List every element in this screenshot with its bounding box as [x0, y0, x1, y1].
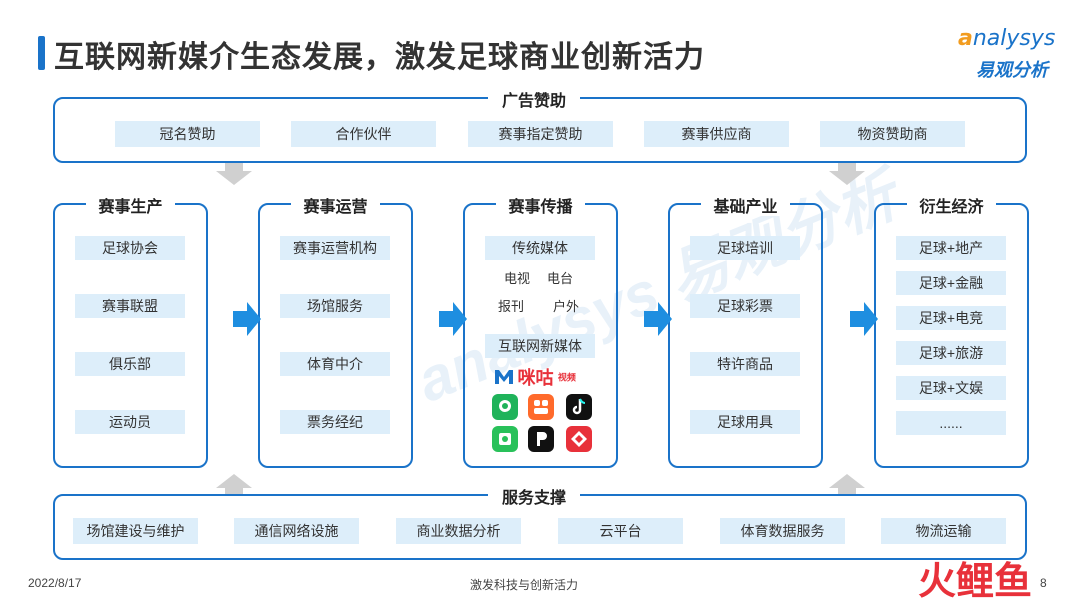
column-item: 赛事联盟 — [75, 294, 185, 318]
analysys-logo: analysys — [958, 26, 1056, 51]
arrow-down-icon — [829, 163, 865, 185]
column-item: 足球协会 — [75, 236, 185, 260]
traditional-media: 传统媒体 — [485, 236, 595, 260]
media-tv: 电视 — [504, 271, 531, 286]
column-item: 足球+金融 — [896, 271, 1006, 295]
column-item: 足球培训 — [690, 236, 800, 260]
internet-media: 互联网新媒体 — [485, 334, 595, 358]
arrow-up-icon — [216, 474, 252, 496]
service-item: 通信网络设施 — [234, 518, 359, 544]
service-item: 体育数据服务 — [720, 518, 845, 544]
service-item: 物流运输 — [881, 518, 1006, 544]
column-item: 足球用具 — [690, 410, 800, 434]
ads-item: 冠名赞助 — [115, 121, 260, 147]
column-title: 基础产业 — [701, 199, 790, 216]
column-broadcast: 赛事传播 — [463, 199, 618, 468]
pp-sports-app-icon — [528, 426, 554, 452]
title-accent-bar — [38, 36, 45, 70]
arrow-right-icon — [439, 302, 467, 336]
service-item: 场馆建设与维护 — [73, 518, 198, 544]
youku-app-icon — [528, 394, 554, 420]
service-item: 云平台 — [558, 518, 683, 544]
iqiyi-sports-app-icon — [492, 394, 518, 420]
ads-item: 物资赞助商 — [820, 121, 965, 147]
column-item: 场馆服务 — [280, 294, 390, 318]
footer-caption: 激发科技与创新活力 — [470, 578, 579, 592]
page-number: 8 — [1040, 576, 1047, 590]
ads-item: 赛事供应商 — [644, 121, 789, 147]
column-derivative: 衍生经济 — [874, 199, 1029, 468]
arrow-down-icon — [216, 163, 252, 185]
tencent-sports-app-icon — [566, 426, 592, 452]
footer-date: 2022/8/17 — [28, 576, 82, 590]
column-industry: 基础产业 — [668, 199, 823, 468]
column-title: 赛事生产 — [86, 199, 175, 216]
column-operation: 赛事运营 — [258, 199, 413, 468]
ads-item: 赛事指定赞助 — [468, 121, 613, 147]
ads-item: 合作伙伴 — [291, 121, 436, 147]
column-title: 赛事传播 — [496, 199, 585, 216]
column-item: 体育中介 — [280, 352, 390, 376]
douyin-app-icon — [566, 394, 592, 420]
column-item: 足球+电竞 — [896, 306, 1006, 330]
column-item: 赛事运营机构 — [280, 236, 390, 260]
column-item: 俱乐部 — [75, 352, 185, 376]
analysys-logo-cn: 易观分析 — [976, 60, 1048, 80]
page-title: 互联网新媒介生态发展，激发足球商业创新活力 — [54, 41, 705, 74]
service-label: 服务支撑 — [488, 484, 581, 508]
wechat-sports-app-icon — [492, 426, 518, 452]
media-radio: 电台 — [547, 271, 574, 286]
column-item: ...... — [896, 411, 1006, 435]
column-item: 足球彩票 — [690, 294, 800, 318]
column-item: 足球+地产 — [896, 236, 1006, 260]
column-production: 赛事生产 — [53, 199, 208, 468]
media-outdoor: 户外 — [553, 299, 580, 314]
column-title: 衍生经济 — [907, 199, 996, 216]
migu-logo: 咪咕 视频 — [495, 364, 576, 390]
column-item: 足球+旅游 — [896, 341, 1006, 365]
column-title: 赛事运营 — [291, 199, 380, 216]
arrow-right-icon — [644, 302, 672, 336]
arrow-right-icon — [850, 302, 878, 336]
arrow-right-icon — [233, 302, 261, 336]
column-item: 特许商品 — [690, 352, 800, 376]
huoliyu-logo: 火鲤鱼 — [918, 561, 1033, 603]
column-item: 足球+文娱 — [896, 376, 1006, 400]
ads-label: 广告赞助 — [488, 87, 581, 111]
service-item: 商业数据分析 — [396, 518, 521, 544]
column-item: 票务经纪 — [280, 410, 390, 434]
arrow-up-icon — [829, 474, 865, 496]
column-item: 运动员 — [75, 410, 185, 434]
migu-m-icon — [495, 368, 513, 386]
media-press: 报刊 — [498, 299, 525, 314]
